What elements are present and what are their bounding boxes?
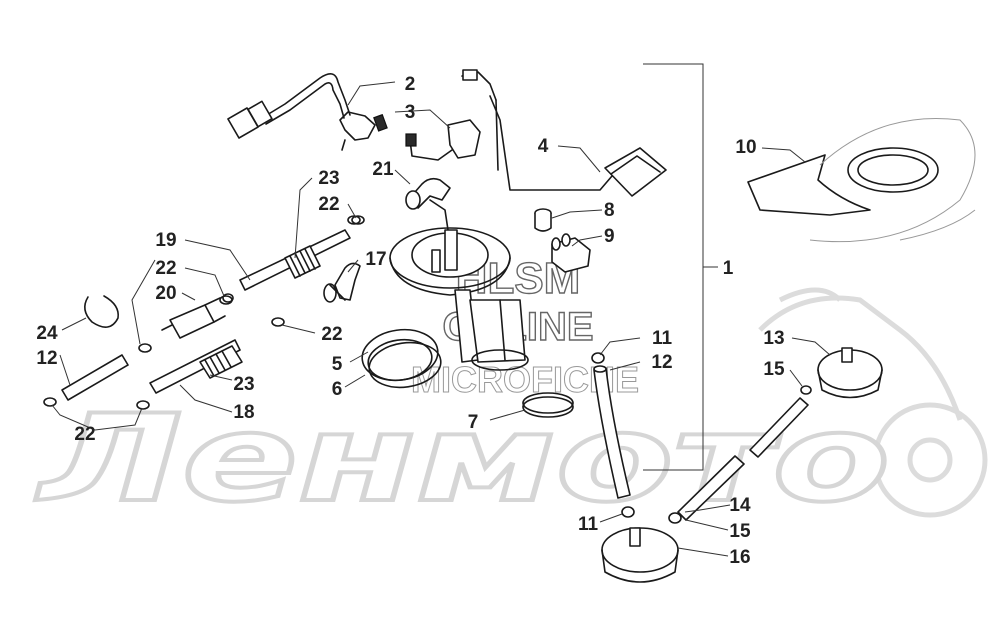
fitting-part-15-upper	[800, 385, 812, 395]
sender-unit-part-3	[405, 69, 499, 171]
callout-4: 4	[538, 136, 549, 157]
wiring-harness-part-2	[227, 73, 388, 151]
callout-22-upper: 22	[318, 194, 339, 215]
callout-14: 14	[729, 495, 751, 516]
inline-filter-part-20	[161, 293, 234, 339]
clip-part-24	[84, 295, 120, 328]
fuel-hose-part-12	[591, 352, 631, 499]
fuel-pump-assembly	[389, 227, 529, 371]
fitting-part-15-lower	[668, 512, 682, 524]
callout-11-upper: 11	[652, 328, 673, 349]
hose-part-12-left	[61, 354, 129, 401]
callout-18: 18	[233, 402, 254, 423]
watermark: Ленмото HLSM ONLINE MICROFICHE	[34, 253, 988, 531]
callout-9: 9	[604, 226, 615, 247]
callout-20: 20	[155, 283, 176, 304]
callout-15-upper: 15	[763, 359, 785, 380]
fitting-part-11-lower	[621, 506, 635, 518]
callout-6: 6	[332, 379, 343, 400]
callout-23-upper: 23	[318, 168, 339, 189]
callout-16: 16	[729, 547, 750, 568]
gasket-rings-parts-5-6	[361, 328, 442, 389]
callout-23-lower: 23	[233, 374, 254, 395]
callout-22-mid: 22	[155, 258, 176, 279]
clamp-part-7	[522, 392, 574, 418]
callout-24: 24	[36, 323, 58, 344]
elbow-part-17	[323, 262, 361, 303]
callout-12-center: 12	[651, 352, 672, 373]
vent-valve-part-13	[817, 347, 883, 399]
callout-13: 13	[763, 328, 784, 349]
callout-22-lower: 22	[74, 424, 95, 445]
callout-5: 5	[332, 354, 343, 375]
leader-lines	[51, 81, 831, 557]
motorcycle-watermark-icon	[758, 287, 988, 518]
callout-17: 17	[365, 249, 386, 270]
callout-11-lower: 11	[578, 514, 599, 535]
callout-21: 21	[372, 159, 394, 180]
callout-8: 8	[604, 200, 615, 221]
fitting-part-8	[534, 208, 552, 232]
fuel-line-part-18	[149, 339, 243, 394]
callout-12-left: 12	[36, 348, 57, 369]
callout-10: 10	[735, 137, 756, 158]
fuel-line-part-19	[239, 215, 361, 291]
sensor-part-4	[489, 95, 667, 197]
callout-2: 2	[405, 74, 416, 95]
callout-15-lower: 15	[729, 521, 751, 542]
tube-part-14-upper	[749, 397, 809, 458]
callout-3: 3	[405, 102, 416, 123]
tube-part-14	[677, 455, 745, 521]
watermark-brand: Ленмото	[36, 390, 890, 529]
decal-part-10	[747, 117, 976, 243]
elbow-fitting-part-21	[405, 177, 451, 231]
callout-1: 1	[723, 258, 734, 279]
valve-part-16	[601, 527, 679, 583]
regulator-part-9	[551, 233, 591, 273]
callout-labels: 2 3 4 10 21 23 22 8 9 19 22 17 1 20 24 2…	[36, 74, 785, 568]
callout-7: 7	[468, 412, 479, 433]
callout-19: 19	[155, 230, 176, 251]
callout-22-center: 22	[321, 324, 342, 345]
hose-clamps-part-22	[43, 215, 365, 410]
